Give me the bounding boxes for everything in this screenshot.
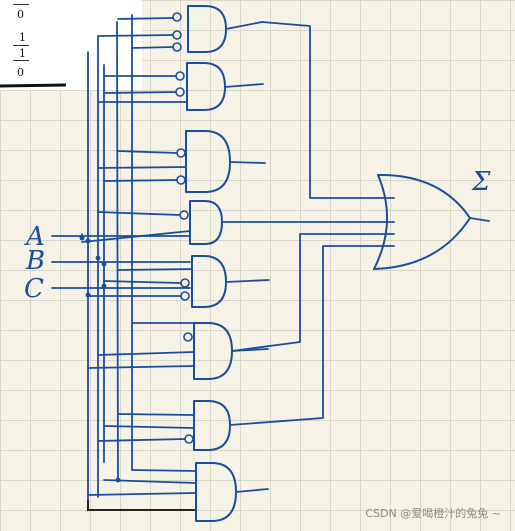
bottom-bus bbox=[87, 500, 196, 511]
input-label-b: B bbox=[25, 246, 45, 276]
and-gate-8 bbox=[87, 462, 269, 522]
watermark: CSDN @爱喝橙汁的兔兔 ~ bbox=[365, 507, 501, 520]
table-bar-2 bbox=[13, 45, 29, 46]
table-bar-3 bbox=[13, 60, 29, 61]
junction-dots bbox=[79, 235, 121, 483]
and-gate-1 bbox=[97, 5, 263, 53]
or-gate bbox=[373, 173, 490, 270]
and-gate-2 bbox=[97, 62, 264, 111]
and-gate-3 bbox=[97, 130, 266, 193]
input-label-a: A bbox=[24, 222, 45, 252]
input-lines bbox=[51, 235, 191, 289]
table-digit-3: 1 bbox=[19, 47, 26, 60]
and-gate-5 bbox=[87, 255, 270, 308]
input-label-c: C bbox=[24, 274, 44, 304]
or-input-wires bbox=[221, 21, 395, 426]
table-digit-2: 1 bbox=[19, 31, 26, 44]
table-digit-4: 0 bbox=[17, 66, 24, 79]
output-label-sum: Σ bbox=[471, 167, 491, 197]
and-gate-6 bbox=[87, 322, 269, 380]
and-gate-4 bbox=[81, 200, 223, 245]
table-digit-1: 0 bbox=[17, 8, 24, 21]
table-bar-1 bbox=[13, 4, 29, 5]
